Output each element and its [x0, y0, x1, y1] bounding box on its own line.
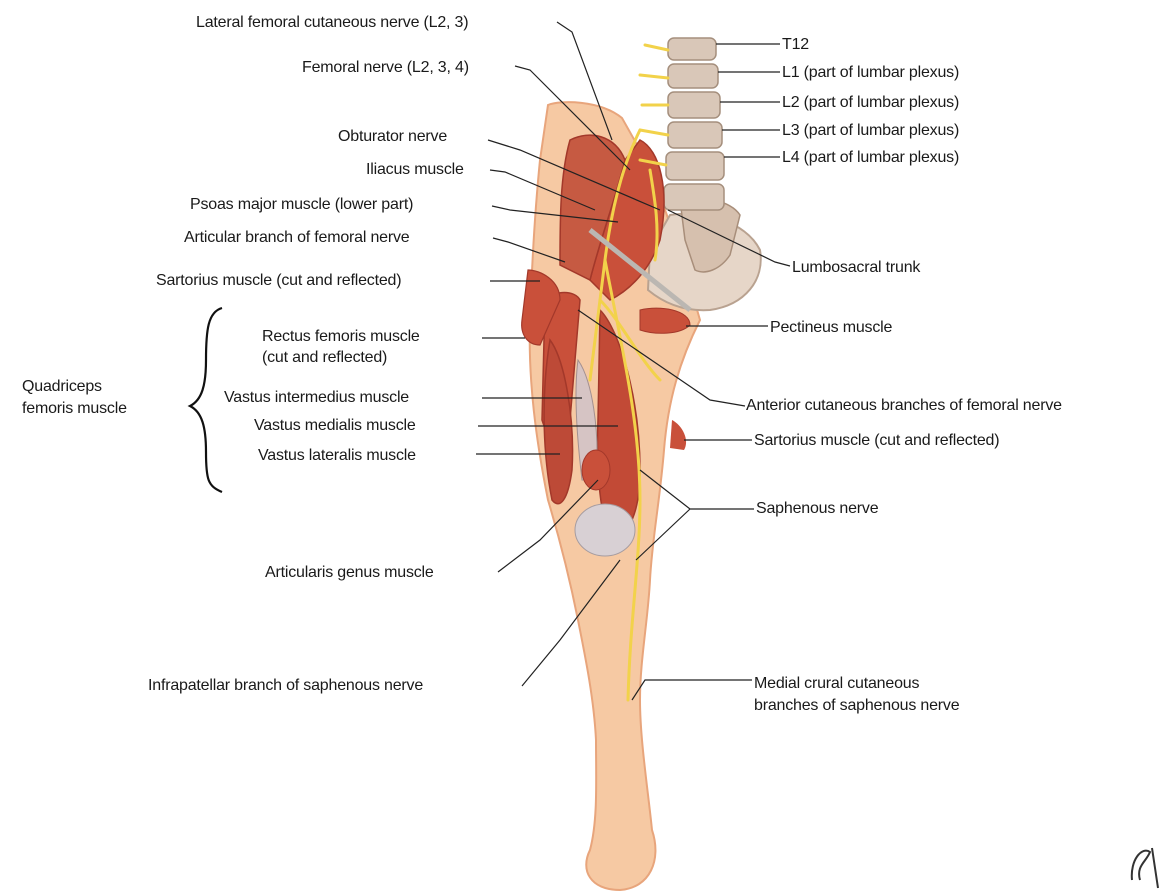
label-t12: T12	[782, 35, 809, 54]
label-infrapatellar-branch: Infrapatellar branch of saphenous nerve	[148, 676, 423, 695]
vertebra-l3	[668, 122, 722, 148]
label-quadriceps-line2: femoris muscle	[22, 399, 127, 418]
vertebra-l4	[666, 152, 724, 180]
knee-joint	[575, 504, 635, 556]
label-femoral-nerve: Femoral nerve (L2, 3, 4)	[302, 58, 469, 77]
label-l2: L2 (part of lumbar plexus)	[782, 93, 959, 112]
label-vastus-intermedius: Vastus intermedius muscle	[224, 388, 409, 407]
label-medial-crural-line1: Medial crural cutaneous	[754, 674, 919, 693]
label-quadriceps-line1: Quadriceps	[22, 377, 102, 396]
nerve-t12	[645, 45, 668, 50]
label-vastus-medialis: Vastus medialis muscle	[254, 416, 416, 435]
nerve-l3	[640, 130, 668, 135]
label-pectineus-muscle: Pectineus muscle	[770, 318, 892, 337]
label-rectus-femoris-line2: (cut and reflected)	[262, 348, 387, 367]
label-vastus-lateralis: Vastus lateralis muscle	[258, 446, 416, 465]
label-lumbosacral-trunk: Lumbosacral trunk	[792, 258, 920, 277]
label-medial-crural-line2: branches of saphenous nerve	[754, 696, 959, 715]
label-sartorius-muscle-lower: Sartorius muscle (cut and reflected)	[754, 431, 999, 450]
signature-mark	[1132, 848, 1158, 888]
label-iliacus-muscle: Iliacus muscle	[366, 160, 464, 179]
label-l1: L1 (part of lumbar plexus)	[782, 63, 959, 82]
quadriceps-brace	[190, 308, 222, 492]
sartorius-lower-muscle	[670, 420, 686, 450]
vertebra-t12	[668, 38, 716, 60]
vertebra-l2	[668, 92, 720, 118]
label-sartorius-muscle-upper: Sartorius muscle (cut and reflected)	[156, 271, 401, 290]
leader-medial-crural	[632, 680, 752, 700]
vertebra-l5	[664, 184, 724, 210]
label-rectus-femoris-line1: Rectus femoris muscle	[262, 327, 420, 346]
label-psoas-major-muscle: Psoas major muscle (lower part)	[190, 195, 413, 214]
label-lateral-femoral-cutaneous-nerve: Lateral femoral cutaneous nerve (L2, 3)	[196, 13, 468, 32]
patella	[582, 450, 610, 490]
label-l3: L3 (part of lumbar plexus)	[782, 121, 959, 140]
label-articularis-genus: Articularis genus muscle	[265, 563, 434, 582]
label-l4: L4 (part of lumbar plexus)	[782, 148, 959, 167]
label-saphenous-nerve: Saphenous nerve	[756, 499, 878, 518]
vertebrae	[664, 38, 724, 210]
vertebra-l1	[668, 64, 718, 88]
label-obturator-nerve: Obturator nerve	[338, 127, 447, 146]
label-anterior-cutaneous-branches: Anterior cutaneous branches of femoral n…	[746, 396, 1062, 415]
nerve-l1	[640, 75, 668, 78]
label-articular-branch-femoral-nerve: Articular branch of femoral nerve	[184, 228, 410, 247]
